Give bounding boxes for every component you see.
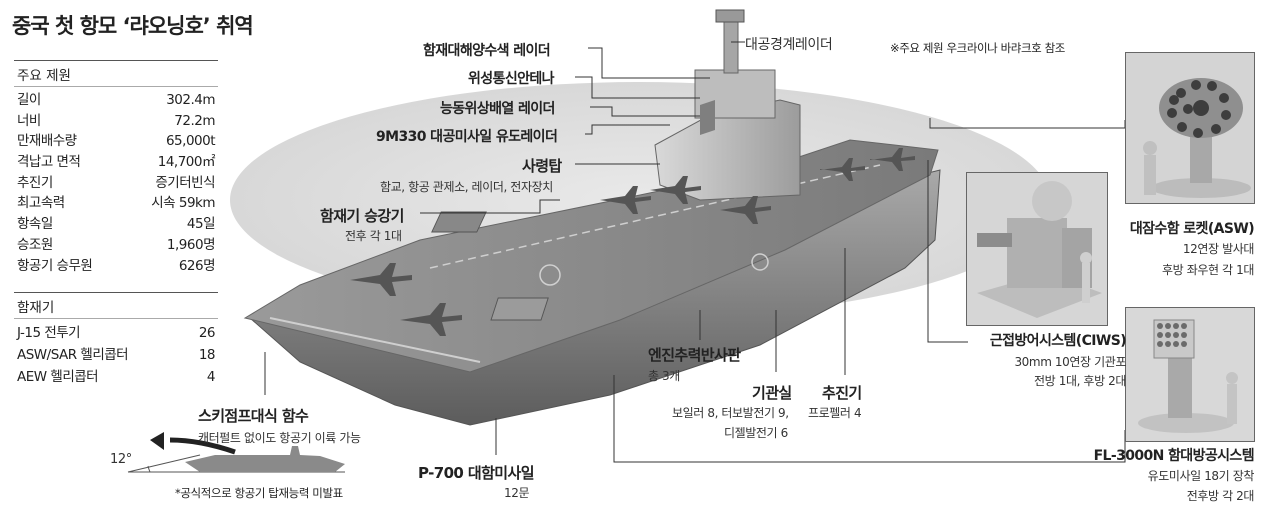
phased-array-panel (700, 100, 715, 135)
leader-line (613, 375, 1126, 463)
fl3000n-label: FL-3000N 함대방공시스템 (1093, 448, 1255, 464)
spec-header: 주요 제원 (14, 60, 218, 87)
propulsion-sub: 프로펠러 4 (808, 406, 862, 420)
deck-marking (429, 164, 881, 269)
aircraft-elevator (431, 211, 487, 233)
fl3000n-sub-2: 전후방 각 2대 (1186, 489, 1255, 503)
ciws-sub-2: 전방 1대, 후방 2대 (1034, 374, 1126, 388)
leader-line (420, 199, 560, 214)
page-title: 중국 첫 항모 ‘랴오닝호’ 취역 (12, 14, 254, 38)
deck-marking (539, 264, 561, 286)
fl3000n-image (1125, 307, 1255, 442)
phased-radar-label: 능동위상배열 레이더 (440, 101, 555, 117)
engine-room-sub-1: 보일러 8, 터보발전기 9, (672, 406, 789, 420)
leader-line (588, 47, 710, 79)
propulsion-label: 추진기 (822, 384, 862, 402)
elevator-sub: 전후 각 1대 (345, 229, 402, 243)
skijump-diagram (127, 432, 345, 473)
air-radar-label: 대공경계레이더 (745, 37, 833, 53)
leader-line (590, 106, 700, 117)
deck-marking (269, 317, 481, 363)
leader-line (585, 124, 670, 135)
skijump-angle: 12° (110, 452, 132, 467)
command-label: 사령탑 (522, 157, 562, 175)
mast (723, 17, 739, 74)
command-sub: 함교, 항공 관제소, 레이더, 전자장치 (380, 180, 553, 194)
skijump-label: 스키점프대식 함수 (198, 407, 309, 425)
arrow-icon (169, 437, 236, 455)
fl3000n-sub-1: 유도미사일 18기 장착 (1147, 469, 1255, 483)
ciws-label: 근접방어시스템(CIWS) (989, 333, 1127, 349)
skijump-sub: 캐터펄트 없이도 항공기 이륙 가능 (198, 431, 361, 445)
engine-room-label: 기관실 (752, 384, 792, 402)
sea-radar-label: 함재대해양수색 레이더 (423, 43, 551, 59)
asw-rocket-image (1125, 52, 1255, 204)
p700-label: P-700 대함미사일 (418, 464, 534, 482)
leader-line (927, 160, 968, 343)
ciws-image (966, 172, 1108, 326)
deck-marking (751, 253, 769, 271)
arrow-head-icon (150, 432, 164, 450)
flight-deck (243, 139, 939, 373)
leader-line (575, 76, 700, 99)
skijump-note: *공식적으로 항공기 탑재능력 미발표 (175, 486, 343, 500)
blast-deflector (490, 297, 549, 321)
satcom-label: 위성통신안테나 (468, 71, 555, 87)
missile-radar-label: 9M330 대공미사일 유도레이더 (376, 129, 558, 145)
reference-note: ※주요 제원 우크라이나 바랴크호 참조 (890, 41, 1065, 55)
aircraft-header: 함재기 (14, 292, 218, 319)
asw-sub-2: 후방 좌우현 각 1대 (1162, 263, 1254, 277)
elevator-label: 함재기 승강기 (320, 207, 404, 225)
radar-mast (715, 9, 745, 23)
jet-icon (350, 148, 915, 336)
ship-silhouette (185, 446, 345, 472)
engine-room-sub-2: 디젤발전기 6 (724, 426, 788, 440)
asw-sub-1: 12연장 발사대 (1182, 242, 1254, 256)
blast-deflector-sub: 총 3개 (648, 369, 680, 383)
ciws-sub-1: 30mm 10연장 기관포 (1014, 355, 1126, 369)
asw-label: 대잠수함 로켓(ASW) (1129, 221, 1255, 237)
p700-sub: 12문 (504, 486, 530, 500)
blast-deflector-label: 엔진추력반사판 (648, 346, 741, 364)
